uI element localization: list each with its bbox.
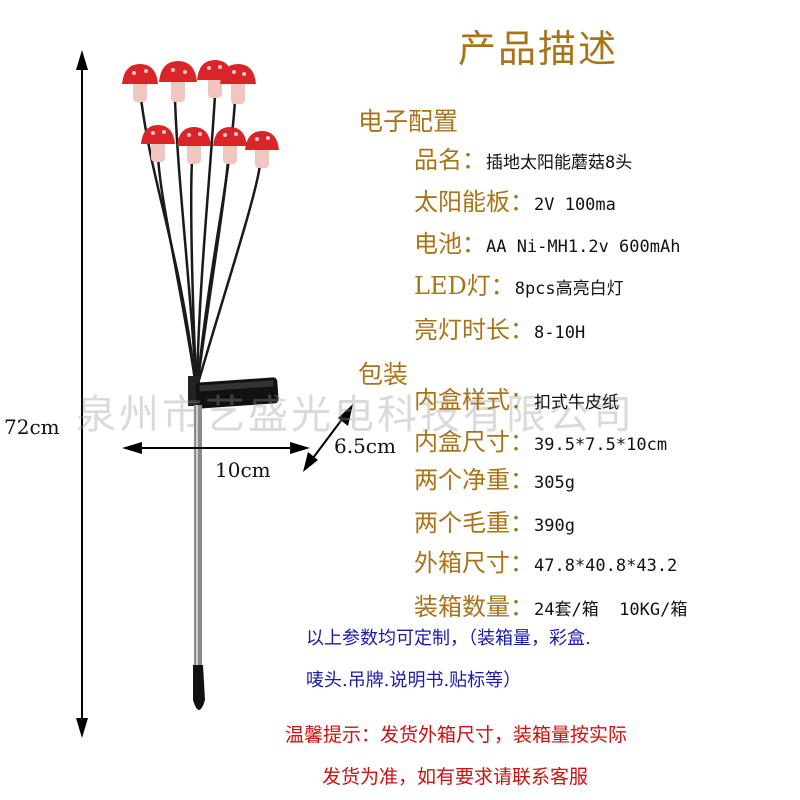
pack-value: 24套/箱 10KG/箱 xyxy=(534,600,688,620)
pack-label: 装箱数量： xyxy=(414,593,534,621)
page-title: 产品描述 xyxy=(458,27,619,71)
spec-value: AA Ni-MH1.2v 600mAh xyxy=(486,237,681,257)
pack-value: 305g xyxy=(534,473,575,493)
shipping-warning-line1: 温馨提示：发货外箱尺寸，装箱量按实际 xyxy=(285,724,628,746)
spec-label: LED灯： xyxy=(414,272,515,300)
pack-label: 内盒尺寸： xyxy=(414,428,534,456)
height-dimension-arrow xyxy=(76,50,88,738)
solar-panel xyxy=(188,376,279,409)
width-label: 10cm xyxy=(215,458,271,482)
customization-note-line2: 唛头.吊牌.说明书.贴标等） xyxy=(306,670,522,691)
pack-row-net-weight: 两个净重： 305g xyxy=(414,460,575,494)
depth-dimension-arrow xyxy=(303,404,353,472)
company-watermark: 泉州市艺盛光电科技有限公司 xyxy=(76,392,635,438)
pack-label: 两个净重： xyxy=(414,466,534,494)
width-dimension-arrow xyxy=(122,442,310,454)
spec-label: 电池： xyxy=(414,230,486,258)
spec-label: 品名： xyxy=(414,146,486,174)
pack-row-gross-weight: 两个毛重： 390g xyxy=(414,503,575,537)
depth-label: 6.5cm xyxy=(334,434,396,458)
pack-row-carton-size: 外箱尺寸： 47.8*40.8*43.2 xyxy=(414,543,677,577)
section-packaging: 包装 xyxy=(358,360,409,389)
pack-value: 390g xyxy=(534,516,575,536)
spec-value: 8-10H xyxy=(534,323,586,343)
spec-value: 8pcs高亮白灯 xyxy=(514,279,624,299)
spec-label: 太阳能板： xyxy=(414,188,534,216)
mushroom-stems xyxy=(138,89,262,381)
pack-row-box-size: 内盒尺寸： 39.5*7.5*10cm xyxy=(414,422,667,456)
height-label: 72cm xyxy=(4,415,60,439)
spec-value: 插地太阳能蘑菇8头 xyxy=(486,153,633,173)
spec-row-solar-panel: 太阳能板： 2V 100ma xyxy=(414,182,616,216)
pack-value: 47.8*40.8*43.2 xyxy=(534,556,678,576)
pack-value: 39.5*7.5*10cm xyxy=(534,435,668,455)
customization-note-line1: 以上参数均可定制，（装箱量，彩盒. xyxy=(306,628,591,649)
spec-row-duration: 亮灯时长： 8-10H xyxy=(414,310,585,344)
mushroom-heads xyxy=(122,60,279,168)
ground-stake xyxy=(193,405,205,710)
spec-row-battery: 电池： AA Ni-MH1.2v 600mAh xyxy=(414,224,680,258)
pack-label: 内盒样式： xyxy=(414,386,534,414)
spec-row-led: LED灯： 8pcs高亮白灯 xyxy=(414,266,624,300)
pack-value: 扣式牛皮纸 xyxy=(534,393,619,413)
pack-label: 外箱尺寸： xyxy=(414,549,534,577)
shipping-warning-line2: 发货为准，如有要求请联系客服 xyxy=(322,766,589,788)
spec-label: 亮灯时长： xyxy=(414,316,534,344)
spec-value: 2V 100ma xyxy=(534,195,616,215)
pack-label: 两个毛重： xyxy=(414,509,534,537)
section-electronics: 电子配置 xyxy=(358,107,459,136)
pack-row-box-style: 内盒样式： 扣式牛皮纸 xyxy=(414,380,619,414)
pack-row-carton-qty: 装箱数量： 24套/箱 10KG/箱 xyxy=(414,587,687,621)
spec-row-name: 品名： 插地太阳能蘑菇8头 xyxy=(414,140,632,174)
product-image xyxy=(76,50,353,738)
